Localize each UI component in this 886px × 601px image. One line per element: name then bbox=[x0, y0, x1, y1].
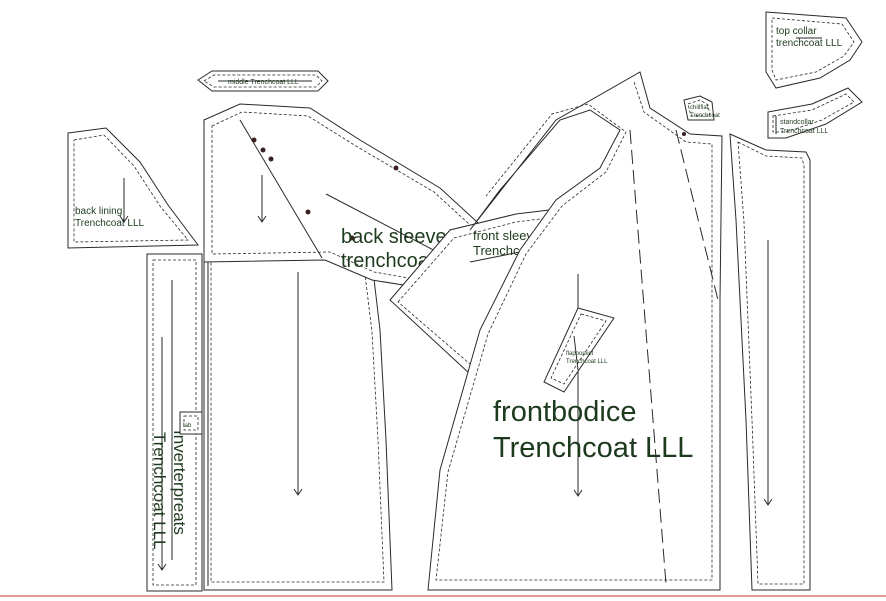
small-tab-label: tab bbox=[183, 423, 192, 429]
grain-arrowheads bbox=[119, 215, 773, 571]
back-lining-piece[interactable]: back lining Trenchcoat LLL bbox=[67, 127, 199, 249]
front-sleeve-label-1: front sleeve bbox=[473, 228, 540, 243]
inverterpreats-label-1: Inverterpreats bbox=[170, 430, 189, 535]
top-collar-label-1: top collar bbox=[776, 26, 817, 37]
notch-dot bbox=[682, 132, 686, 136]
middle-strip-label: middle Trenchcoat LLL bbox=[228, 79, 299, 86]
front-facing-piece[interactable] bbox=[729, 133, 811, 591]
chillflat-label-1: chillflat bbox=[690, 105, 709, 111]
standcollar-label-2: Trenchcoat LLL bbox=[780, 128, 828, 135]
top-collar-piece[interactable]: top collar trenchcoat LLL bbox=[765, 11, 863, 89]
flap-pocket-label-2: Trenchcoat LLL bbox=[566, 359, 608, 365]
notch-dot bbox=[393, 165, 399, 171]
front-bodice-label-2: Trenchcoat LLL bbox=[493, 432, 693, 464]
flap-pocket-piece[interactable]: flappocket Trenchcoat LLL bbox=[543, 307, 615, 393]
notch-dot bbox=[305, 209, 311, 215]
standcollar-piece[interactable]: standcollar Trenchcoat LLL bbox=[767, 87, 863, 139]
back-lining-label-2: Trenchcoat LLL bbox=[75, 218, 145, 229]
standcollar-label-1: standcollar bbox=[780, 119, 815, 126]
middle-strip-piece[interactable]: middle Trenchcoat LLL bbox=[197, 70, 329, 92]
top-collar-label-2: trenchcoat LLL bbox=[776, 38, 843, 49]
back-lining-label-1: back lining bbox=[75, 206, 122, 217]
front-bodice-label-1: frontbodice bbox=[493, 396, 637, 428]
back-sleeve-label-1: back sleeve bbox=[341, 226, 447, 248]
chillflat-label-2: Trenchcoat bbox=[690, 113, 720, 119]
notch-dot bbox=[251, 137, 257, 143]
notch-dot bbox=[349, 235, 355, 241]
notch-dot bbox=[260, 147, 266, 153]
flap-pocket-label-1: flappocket bbox=[566, 351, 594, 357]
chillflat-piece[interactable]: chillflat Trenchcoat bbox=[683, 95, 720, 121]
inverterpreats-label-2: Trenchcoat LLL bbox=[150, 432, 169, 550]
small-tab-piece[interactable]: tab bbox=[179, 411, 203, 435]
notch-dot bbox=[268, 156, 274, 162]
